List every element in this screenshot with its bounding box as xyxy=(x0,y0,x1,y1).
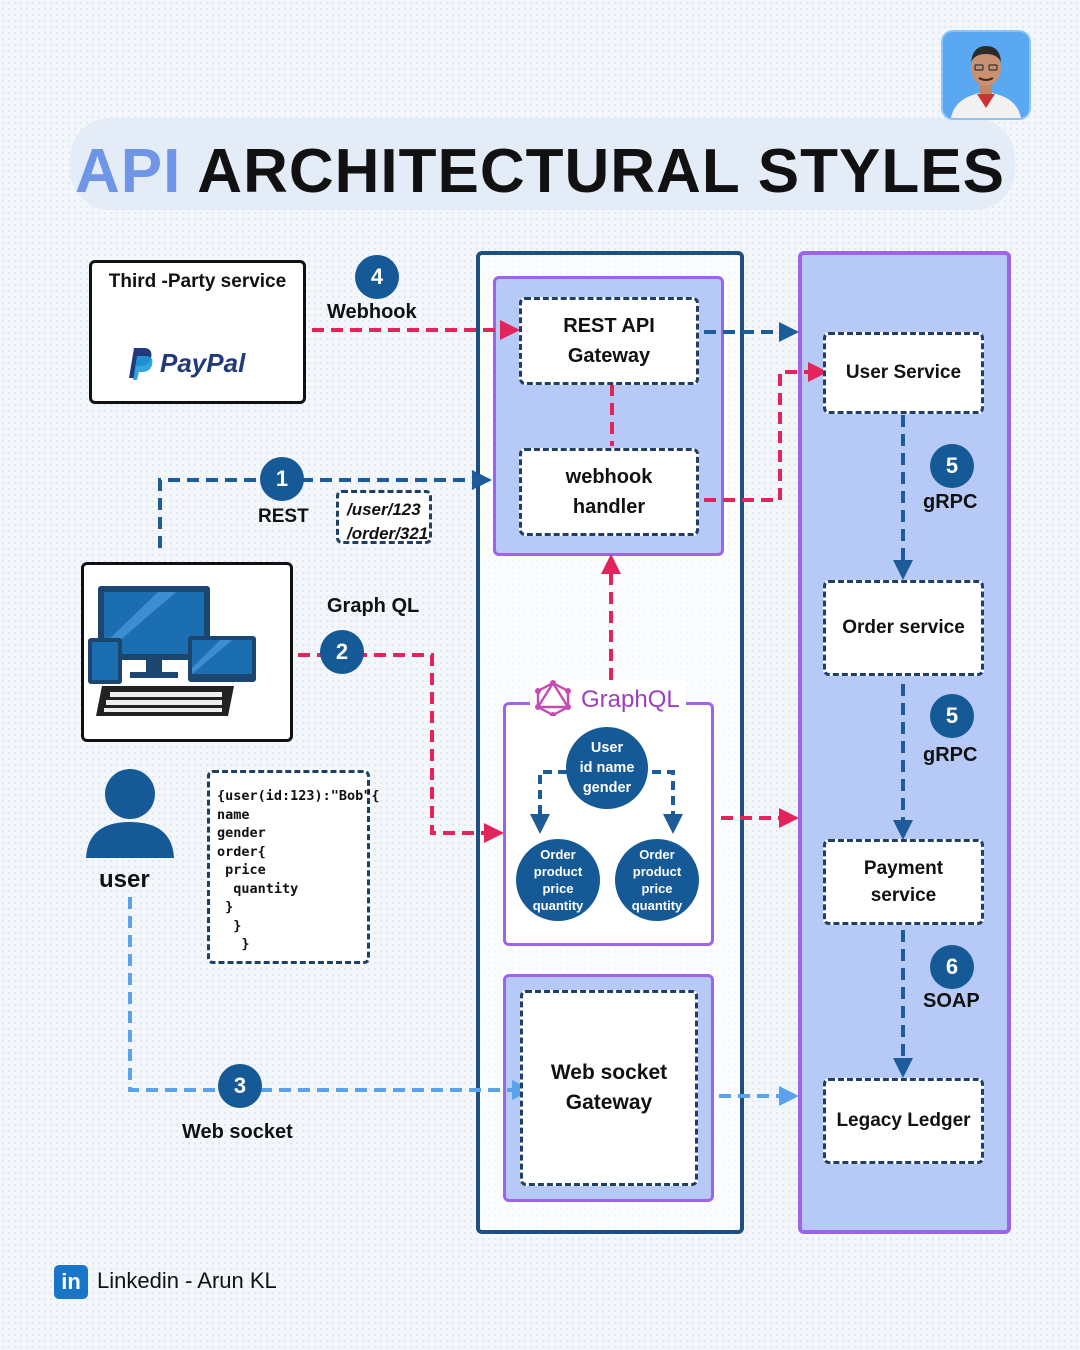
rest-arrow xyxy=(158,470,492,548)
title-rest: ARCHITECTURAL STYLES xyxy=(181,137,1005,206)
soap-label: SOAP xyxy=(923,990,980,1012)
websocket-gateway: Web socket Gateway xyxy=(520,990,698,1186)
webhook-label: Webhook xyxy=(327,301,417,323)
rest-label: REST xyxy=(258,506,309,527)
user-icon xyxy=(84,766,176,863)
paypal-logo-text: PayPal xyxy=(160,348,246,378)
webhook-to-user-service-arrow xyxy=(704,362,828,502)
third-party-service-box xyxy=(89,260,306,404)
step-badge-grpc-1: 5 xyxy=(930,444,974,488)
user-label: user xyxy=(99,866,150,893)
step-badge-rest: 1 xyxy=(260,457,304,501)
graphql-user-node: User id name gender xyxy=(566,727,648,809)
payment-service: Payment service xyxy=(823,839,984,925)
graphql-order-node-left: Order product price quantity xyxy=(516,839,600,921)
rest-paths-box: /user/123 /order/321 xyxy=(336,490,432,544)
websocket-label: Web socket xyxy=(182,1121,293,1143)
title-highlight-band xyxy=(70,118,1015,210)
third-party-title: Third -Party service xyxy=(108,271,287,292)
graphql-brand-text: GraphQL xyxy=(581,686,680,713)
graphql-arrow xyxy=(298,653,504,843)
graphql-order-node-right: Order product price quantity xyxy=(615,839,699,921)
computer-icon xyxy=(88,582,278,727)
step-badge-webhook: 4 xyxy=(355,255,399,299)
step-badge-soap: 6 xyxy=(930,945,974,989)
step-badge-grpc-2: 5 xyxy=(930,694,974,738)
author-photo xyxy=(941,30,1031,120)
rest-api-gateway: REST API Gateway xyxy=(519,297,699,385)
step-badge-graphql: 2 xyxy=(320,630,364,674)
step-badge-websocket: 3 xyxy=(218,1064,262,1108)
title-accent: API xyxy=(75,137,182,206)
linkedin-icon-text: in xyxy=(61,1269,81,1294)
websocket-arrow xyxy=(128,897,532,1100)
paypal-logo xyxy=(123,346,155,385)
linkedin-icon: in xyxy=(54,1265,88,1299)
graphql-query-box: {user(id:123):"Bob"{ name gender order{ … xyxy=(207,770,380,964)
grpc-label-1: gRPC xyxy=(923,491,978,513)
graphql-branch-right xyxy=(652,770,683,834)
footer-credit[interactable]: Linkedin - Arun KL xyxy=(97,1268,277,1293)
graphql-label: Graph QL xyxy=(327,595,420,617)
webhook-handler: webhook handler xyxy=(519,448,699,536)
legacy-ledger: Legacy Ledger xyxy=(823,1078,984,1164)
user-service: User Service xyxy=(823,332,984,414)
order-service: Order service xyxy=(823,580,984,676)
page-title: API ARCHITECTURAL STYLES xyxy=(0,136,1080,207)
graphql-icon xyxy=(534,680,572,721)
graphql-branch-left xyxy=(530,770,567,834)
grpc-label-2: gRPC xyxy=(923,744,978,766)
